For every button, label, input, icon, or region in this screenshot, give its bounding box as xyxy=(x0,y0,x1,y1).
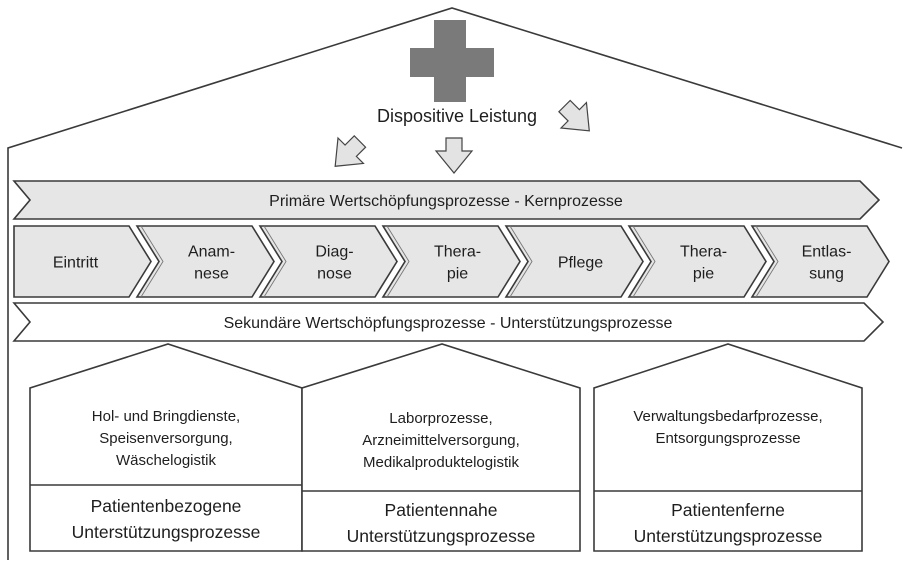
process-step-7 xyxy=(750,225,890,298)
support-house-3-title-2: Unterstützungsprozesse xyxy=(634,526,823,546)
support-house-2-title-2: Unterstützungsprozesse xyxy=(347,526,536,546)
support-house-3-title-1: Patientenferne xyxy=(671,500,785,520)
process-step-7-inner-edge xyxy=(755,225,779,298)
process-step-3-label-2: nose xyxy=(317,266,352,283)
primary-banner: Primäre Wertschöpfungsprozesse - Kernpro… xyxy=(12,180,881,220)
process-step-2-label-1: Anam- xyxy=(188,244,235,261)
support-house-3-content-1: Verwaltungsbedarfprozesse, xyxy=(633,408,822,425)
arrow-down-left-icon xyxy=(334,135,367,167)
process-step-3-label-1: Diag- xyxy=(315,244,353,261)
primary-banner-label: Primäre Wertschöpfungsprozesse - Kernpro… xyxy=(269,193,623,210)
process-chevron-row: Eintritt Anam-nese Diag-nose Thera-pie Pfleg… xyxy=(13,225,890,298)
process-step-6 xyxy=(627,225,767,298)
process-step-7-label-2: sung xyxy=(809,266,844,283)
process-step-5 xyxy=(504,225,644,298)
support-house-2-title-1: Patientennahe xyxy=(385,500,498,520)
support-house-1-title-2: Unterstützungsprozesse xyxy=(72,522,261,542)
dispositive-leistung-label: Dispositive Leistung xyxy=(377,106,537,126)
support-house-1-content-3: Wäschelogistik xyxy=(116,452,217,469)
arrow-down-right-icon xyxy=(558,99,590,132)
process-step-4 xyxy=(381,225,521,298)
process-step-3-inner-edge xyxy=(263,225,287,298)
support-house-1-content-2: Speisenversorgung, xyxy=(99,430,232,447)
support-house-2-content-1: Laborprozesse, xyxy=(389,410,492,427)
process-step-6-label-2: pie xyxy=(693,266,714,283)
process-step-6-inner-edge xyxy=(632,225,656,298)
process-step-2-label-2: nese xyxy=(194,266,229,283)
process-step-7-label-1: Entlas- xyxy=(802,244,852,261)
process-step-1 xyxy=(13,225,152,298)
support-house-2-content-2: Arzneimittelversorgung, xyxy=(362,432,520,449)
process-step-4-label-2: pie xyxy=(447,266,468,283)
support-house-2-content-3: Medikalproduktelogistik xyxy=(363,454,519,471)
secondary-banner: Sekundäre Wertschöpfungsprozesse - Unter… xyxy=(12,302,885,342)
process-step-2-inner-edge xyxy=(140,225,164,298)
process-step-3 xyxy=(258,225,398,298)
support-house-3-content-2: Entsorgungsprozesse xyxy=(655,430,800,447)
process-step-5-label: Pflege xyxy=(558,255,603,272)
support-house-3: Verwaltungsbedarfprozesse, Entsorgungspr… xyxy=(593,343,863,552)
process-step-4-inner-edge xyxy=(386,225,410,298)
medical-cross-icon xyxy=(410,20,494,102)
support-house-1-title-1: Patientenbezogene xyxy=(91,496,242,516)
support-house-1: Hol- und Bringdienste, Speisenversorgung… xyxy=(29,343,303,552)
arrow-down-icon xyxy=(434,137,474,174)
secondary-banner-label: Sekundäre Wertschöpfungsprozesse - Unter… xyxy=(224,315,673,332)
process-step-2 xyxy=(135,225,275,298)
outer-house-outline xyxy=(7,7,903,560)
process-step-6-label-1: Thera- xyxy=(680,244,727,261)
process-step-5-inner-edge xyxy=(509,225,533,298)
support-house-2: Laborprozesse, Arzneimittelversorgung, M… xyxy=(301,343,581,552)
process-step-4-label-1: Thera- xyxy=(434,244,481,261)
support-house-1-content-1: Hol- und Bringdienste, xyxy=(92,408,240,425)
process-step-1-label: Eintritt xyxy=(53,255,99,272)
